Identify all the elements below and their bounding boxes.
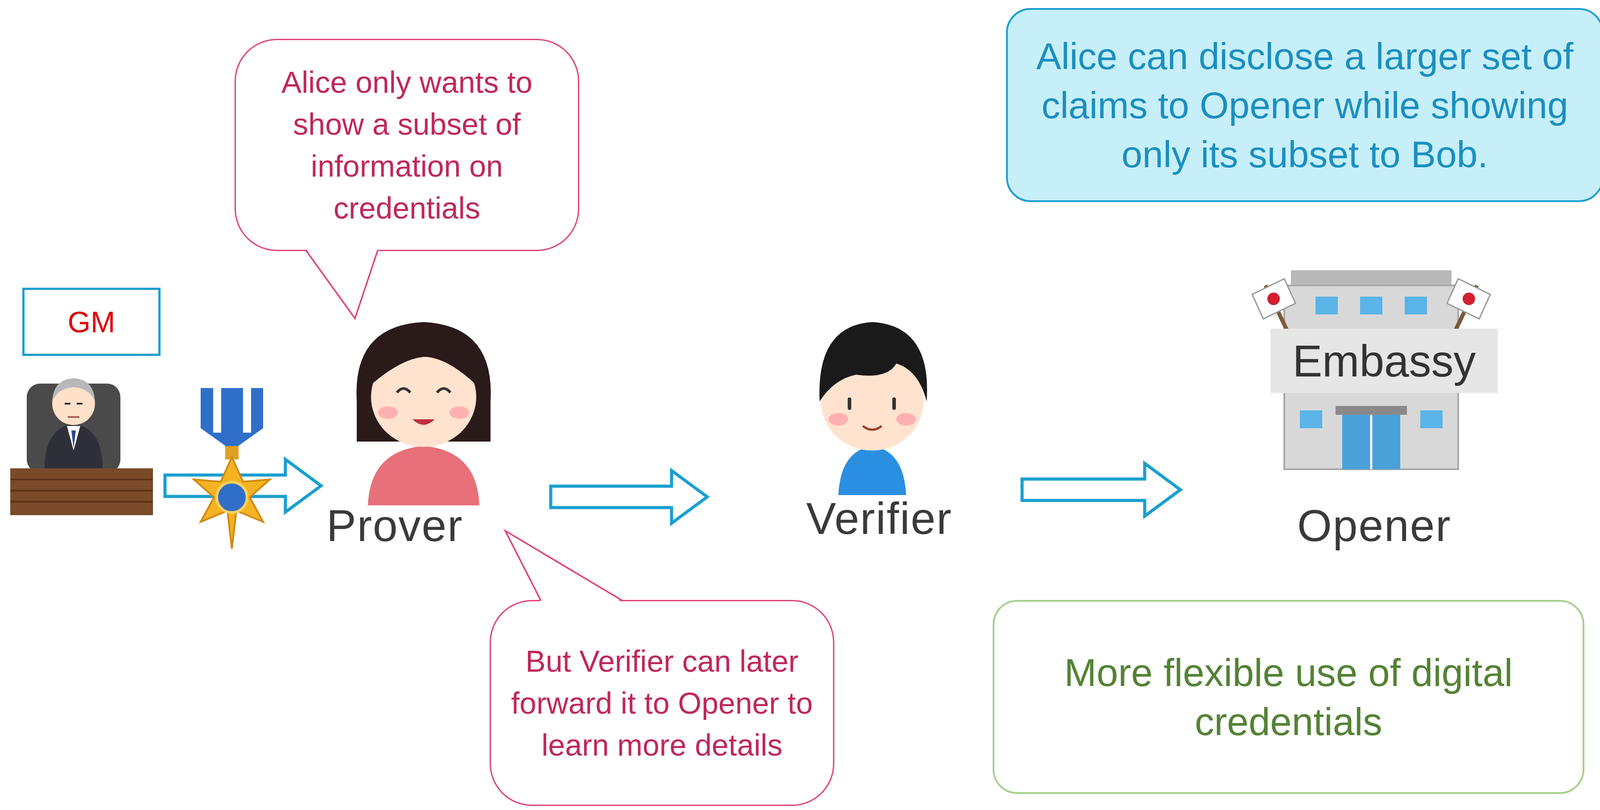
medal-icon	[193, 387, 270, 549]
bubble-tail-outline	[505, 530, 623, 601]
flow-arrow	[1022, 463, 1181, 516]
note-box: Alice can disclose a larger set of claim…	[1006, 8, 1600, 203]
node-text: But Verifier can later forward it to Ope…	[508, 639, 816, 766]
node-text: GM	[67, 304, 116, 340]
judge-figure	[10, 378, 153, 516]
role-label: Prover	[326, 499, 464, 552]
flow-arrow	[164, 459, 322, 512]
flow-arrow	[550, 470, 708, 524]
speech-bubble: But Verifier can later forward it to Ope…	[489, 599, 835, 806]
role-label: Opener	[1297, 499, 1452, 552]
role-label: Verifier	[806, 492, 953, 545]
node-text: More flexible use of digital credentials	[1012, 647, 1565, 747]
hollow-arrows	[164, 459, 1181, 524]
embassy-sign: Embassy	[1270, 328, 1498, 393]
role-box: GM	[22, 287, 161, 356]
speech-bubble: Alice only wants to show a subset of inf…	[234, 38, 580, 252]
node-text: Alice can disclose a larger set of claim…	[1021, 31, 1589, 179]
node-text: Embassy	[1292, 334, 1476, 388]
bubble-tail	[505, 530, 623, 603]
node-text: Alice only wants to show a subset of inf…	[253, 61, 561, 229]
note-box: More flexible use of digital credentials	[992, 599, 1585, 794]
bubble-tail-outline	[305, 250, 378, 319]
bubble-tail	[305, 248, 378, 319]
verifier-figure	[819, 321, 928, 495]
prover-figure	[356, 321, 491, 506]
